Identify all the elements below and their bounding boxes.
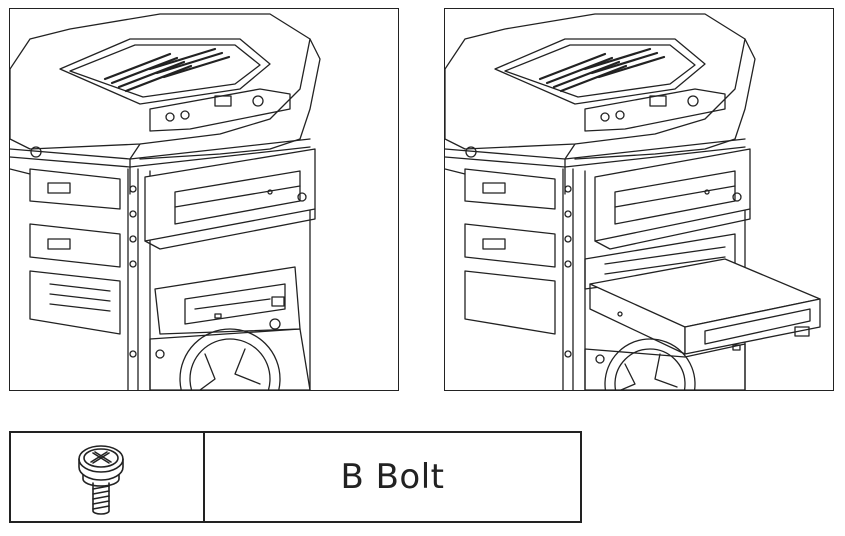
case-fan [584,338,746,390]
drive-bays-left [464,168,556,335]
b-bolt-icon [78,445,124,515]
case-fan [149,318,311,390]
legend-label: B Bolt [340,457,445,497]
floppy-drive [154,266,301,335]
diagram-panel-floppy-slid-out [444,8,834,391]
floppy-drive-removed [589,258,821,355]
legend-label-cell: B Bolt [205,433,580,521]
legend-icon-cell [11,433,205,521]
drive-bays-left [29,168,121,335]
optical-drive [144,148,316,250]
legend-table: B Bolt [9,431,582,523]
case-top-cover [10,13,321,195]
diagram-panel-drive-installed [9,8,399,391]
optical-drive [594,148,751,250]
case-top-cover [445,13,756,195]
